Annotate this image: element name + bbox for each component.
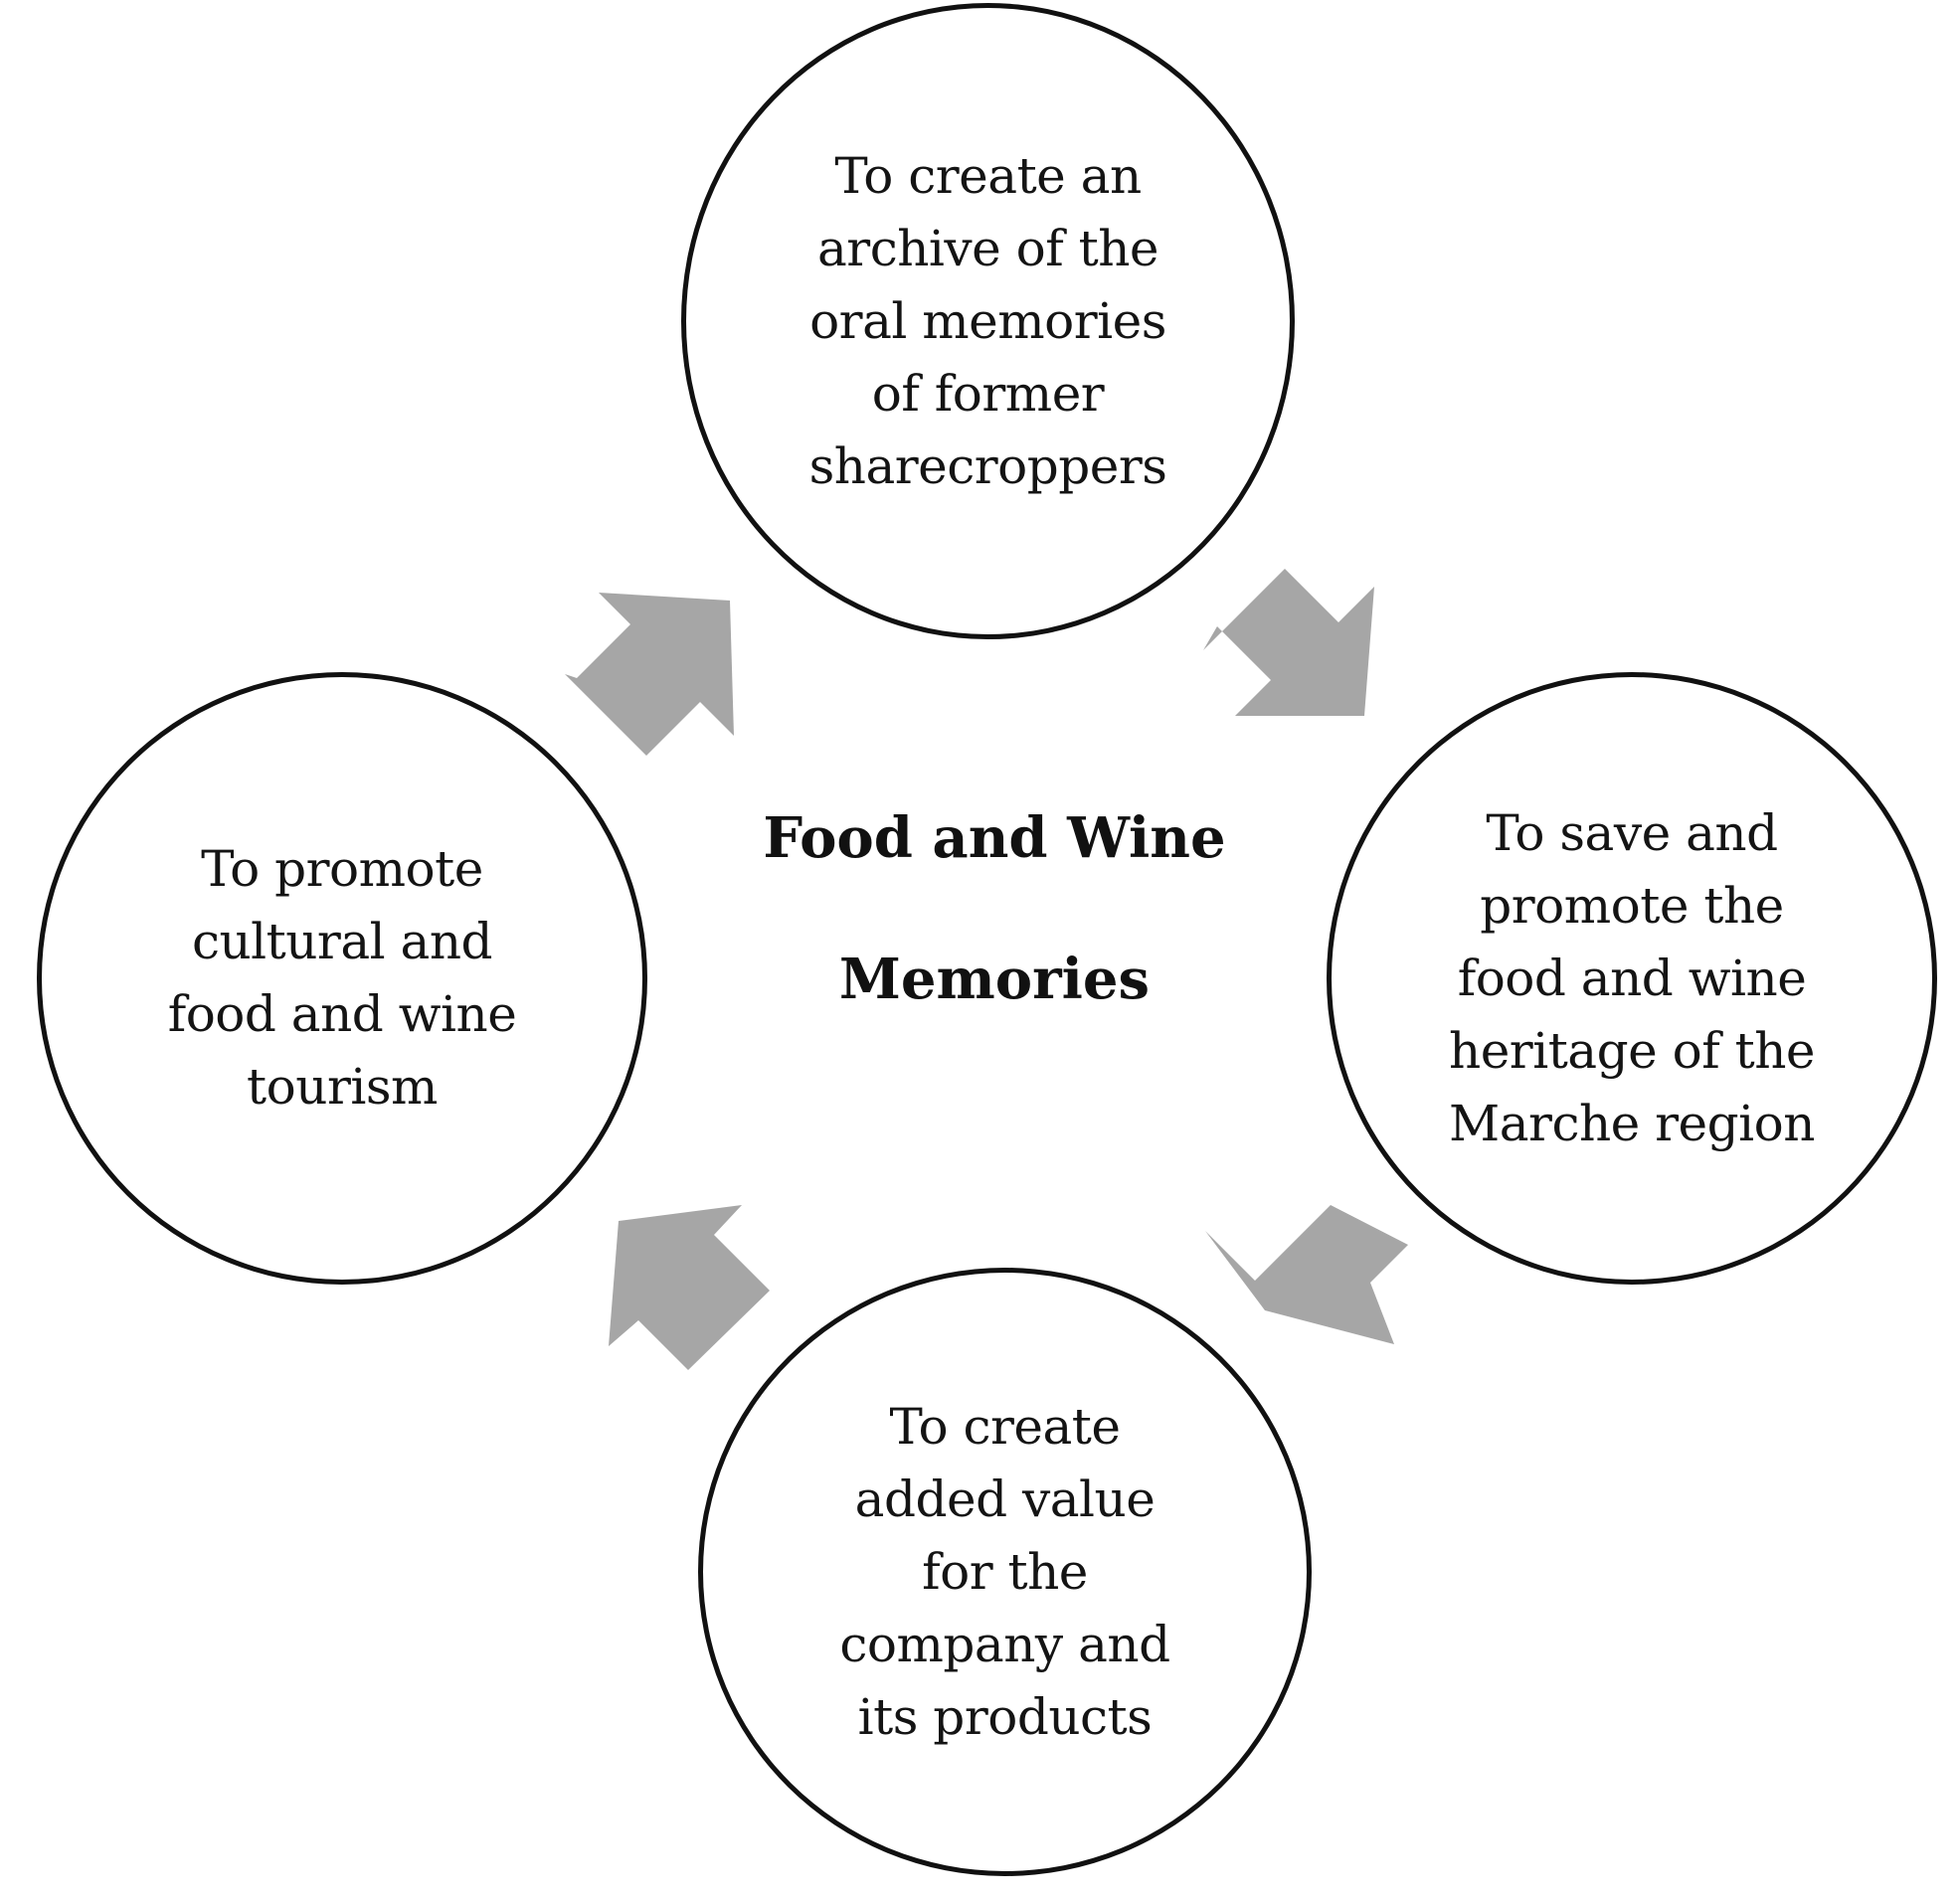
arrow-left-to-top: [565, 593, 734, 756]
diagram-title-line: Food and Wine: [763, 805, 1226, 871]
goal-text-line: cultural and: [191, 913, 493, 970]
goal-text-added-value: To create added value for the company an…: [839, 1391, 1170, 1754]
goal-text-line: of former: [871, 364, 1105, 423]
goal-circle-tourism: To promote cultural and food and wine to…: [37, 672, 647, 1285]
goal-text-line: Marche region: [1449, 1094, 1815, 1152]
goal-text-line: added value: [854, 1470, 1156, 1528]
goal-text-tourism: To promote cultural and food and wine to…: [168, 833, 517, 1124]
goal-text-line: company and: [839, 1615, 1170, 1673]
goal-text-line: To promote: [201, 840, 483, 898]
arrow-shape: [565, 593, 734, 756]
goal-text-line: tourism: [247, 1058, 438, 1116]
goal-text-heritage: To save and promote the food and wine he…: [1449, 797, 1815, 1160]
arrow-shape: [1203, 569, 1374, 716]
goal-text-line: food and wine: [1457, 949, 1807, 1007]
goal-circle-heritage: To save and promote the food and wine he…: [1327, 672, 1937, 1285]
arrow-shape: [609, 1205, 770, 1370]
goal-text-line: for the: [922, 1542, 1088, 1601]
goal-text-line: food and wine: [167, 985, 517, 1043]
goal-text-line: To create an: [834, 146, 1142, 205]
diagram-title: Food and Wine Memories: [696, 768, 1293, 1050]
arrow-top-to-right: [1203, 569, 1374, 716]
diagram-title-line: Memories: [838, 947, 1151, 1012]
goal-text-line: its products: [857, 1687, 1153, 1746]
goal-text-line: archive of the: [816, 219, 1159, 277]
goal-text-line: heritage of the: [1449, 1021, 1815, 1080]
goal-text-line: To create: [889, 1397, 1121, 1456]
arrow-bottom-to-left: [609, 1205, 770, 1370]
arrow-shape: [1205, 1205, 1408, 1344]
goal-text-line: oral memories: [809, 291, 1166, 350]
goal-circle-added-value: To create added value for the company an…: [698, 1268, 1312, 1876]
goal-text-line: sharecroppers: [808, 436, 1167, 495]
goal-circle-archive: To create an archive of the oral memorie…: [681, 3, 1295, 639]
goal-text-line: To save and: [1486, 803, 1778, 862]
goal-text-line: promote the: [1480, 876, 1784, 935]
goal-text-archive: To create an archive of the oral memorie…: [809, 140, 1167, 503]
arrow-right-to-bottom: [1205, 1205, 1408, 1344]
